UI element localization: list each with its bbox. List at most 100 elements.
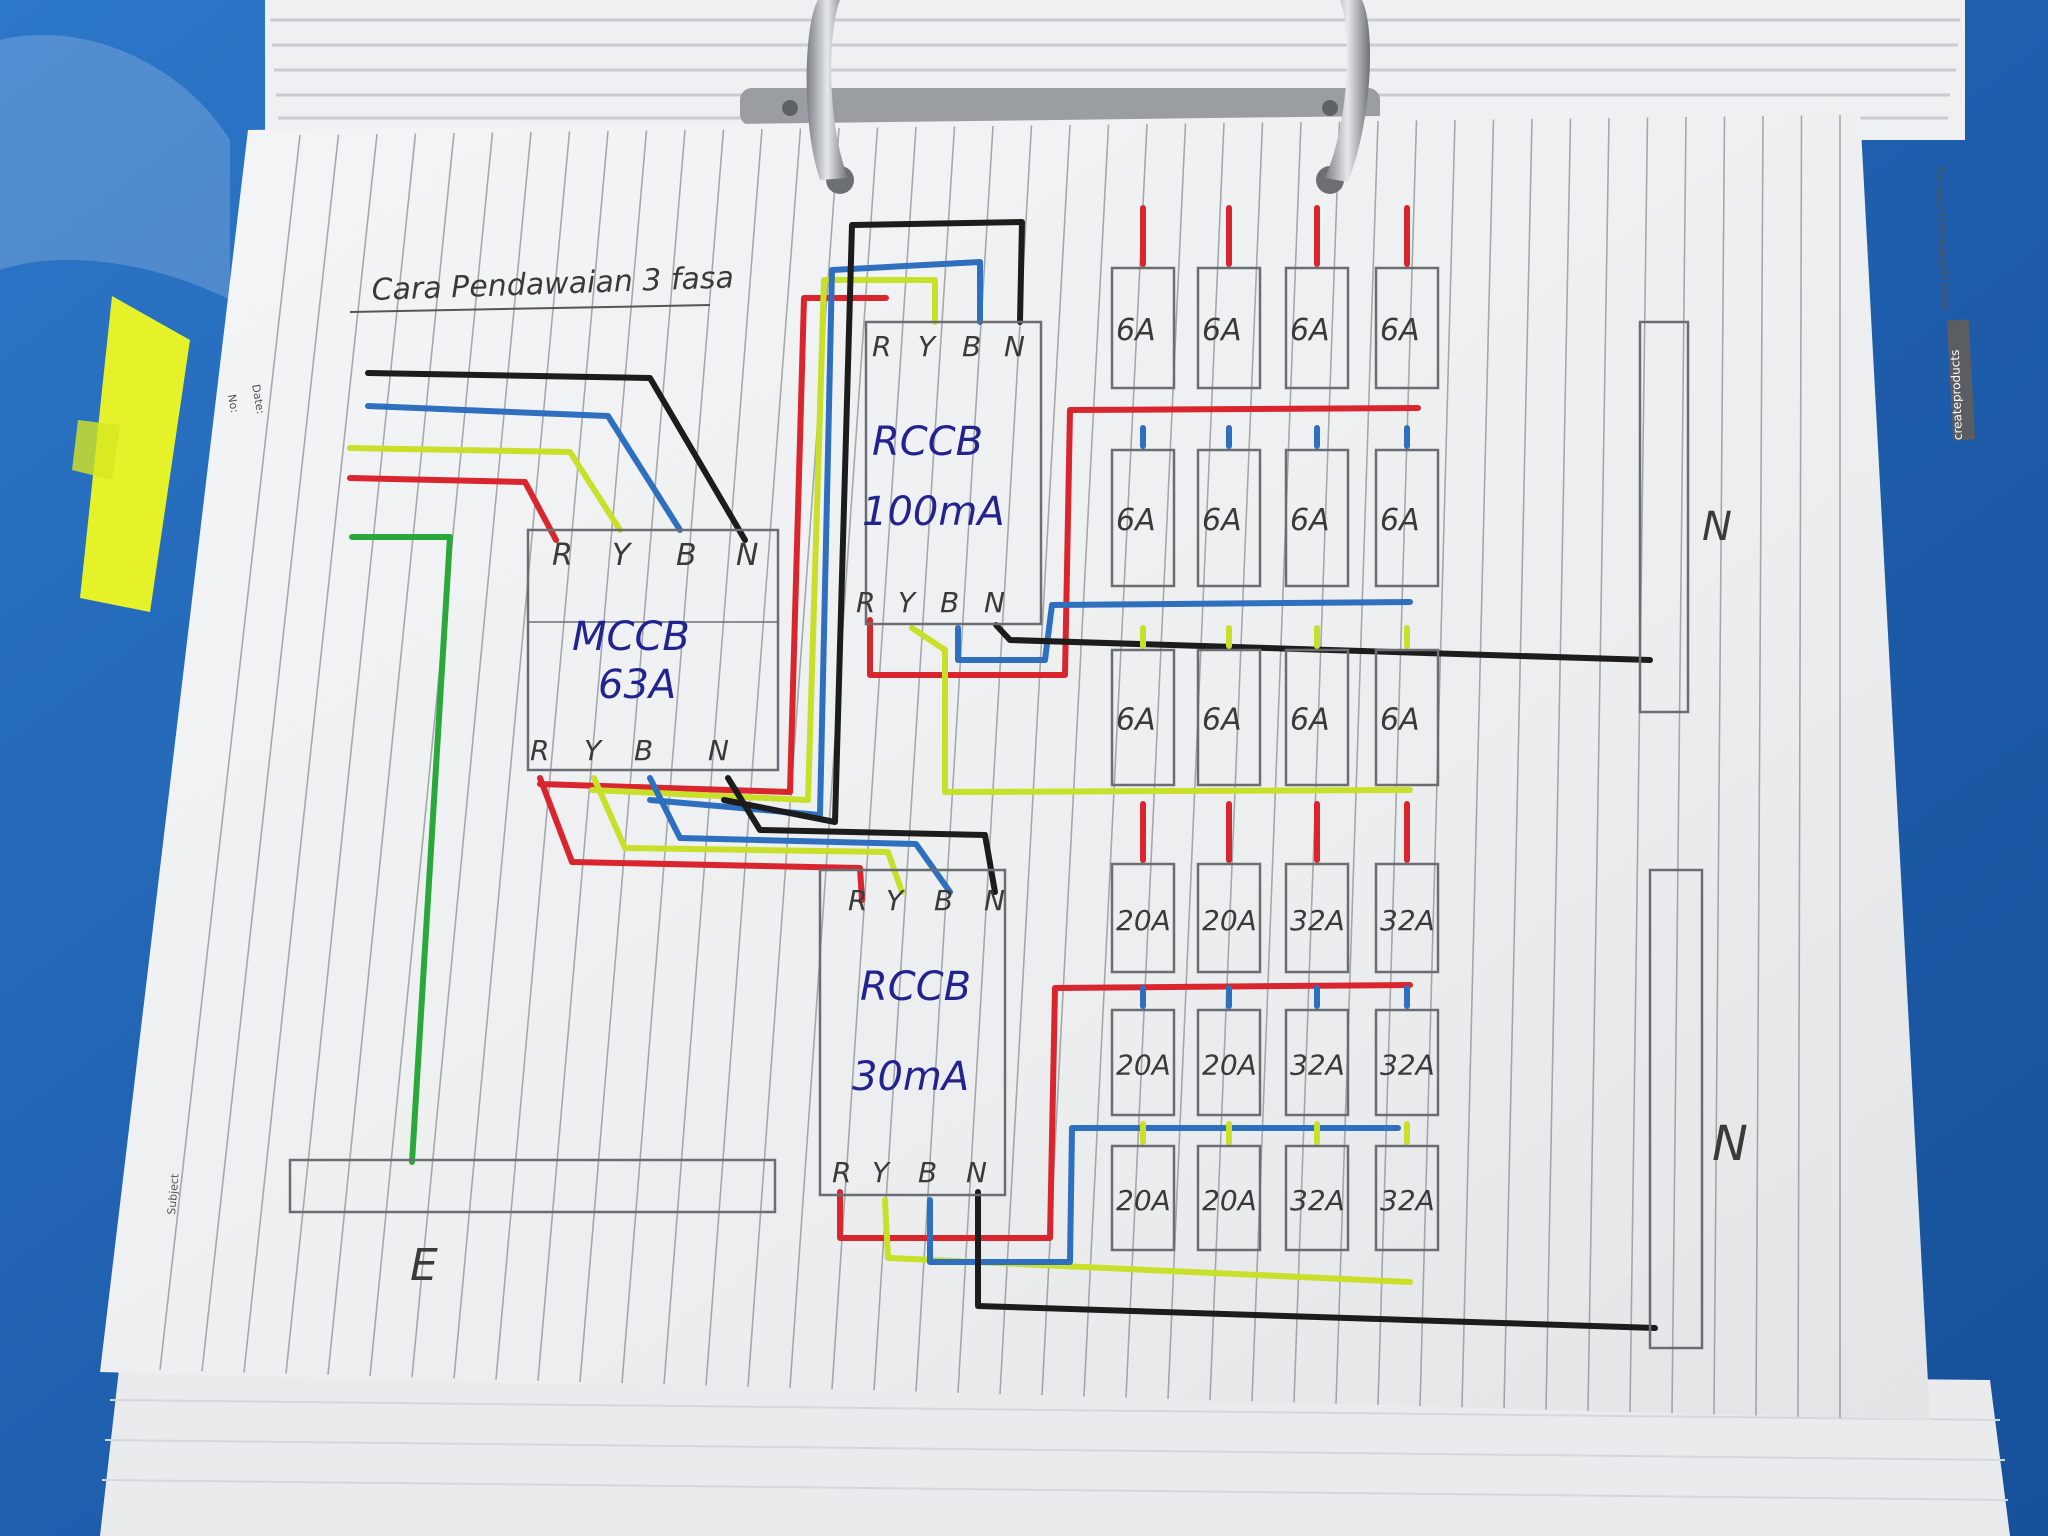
rccb30-in-r: R [848, 884, 867, 917]
ruled-line [663, 128, 763, 1385]
mccb-out-y: Y [584, 734, 603, 767]
mccb-out-n: N [708, 734, 729, 767]
breaker-box [1374, 266, 1440, 390]
earth-label: E [410, 1240, 438, 1291]
brand-url: www.cpstationery.com.my [1933, 165, 1951, 310]
breaker-box [1374, 1008, 1440, 1117]
rccb100-in-n: N [1004, 330, 1025, 363]
rccb100-red-bus [867, 405, 1421, 678]
sticky-note-tab [80, 296, 190, 612]
rccb-30ma-box [818, 868, 1007, 1197]
ruled-line [1293, 121, 1341, 1403]
mccb-black-to-rccb100 [721, 219, 1025, 825]
breaker-box [1284, 266, 1350, 390]
ruled-line [1461, 119, 1495, 1408]
ruled-line [957, 125, 1033, 1393]
breaker-box [1374, 648, 1440, 787]
ruled-line [201, 134, 340, 1372]
breaker-rating-label: 20A [1202, 1184, 1257, 1217]
breaker-rating-label: 6A [1116, 503, 1156, 538]
mccb-yellow-to-rccb30 [591, 775, 905, 895]
ruled-line [1377, 120, 1418, 1405]
mccb-rating: 63A [598, 662, 676, 708]
brand-logo-text: createproducts [1948, 349, 1965, 440]
no-field-label: No: [225, 393, 241, 414]
breaker-rating-label: 20A [1116, 1184, 1171, 1217]
incoming-blue-wire [365, 403, 683, 533]
ruled-lines [159, 115, 1841, 1418]
breaker-box [1110, 862, 1176, 974]
ruled-line [285, 133, 417, 1374]
ruled-line [1713, 116, 1726, 1415]
rccb100-out-b: B [940, 586, 959, 619]
breaker-rating-label: 32A [1290, 904, 1345, 937]
breaker-box [1284, 862, 1350, 974]
ruled-line [621, 129, 725, 1384]
breaker-rating-label: 32A [1380, 1049, 1435, 1082]
neutral-label-top: N [1702, 504, 1732, 550]
breaker-rating-label: 6A [1380, 503, 1420, 538]
neutral-bar-top [1638, 320, 1690, 714]
breaker-rating-label: 6A [1202, 503, 1242, 538]
breaker-rating-label: 6A [1380, 703, 1420, 738]
breaker-box [1110, 1144, 1176, 1252]
rccb100-blue-bus [955, 599, 1413, 663]
ruled-line [327, 132, 455, 1375]
breaker-rating-label: 6A [1380, 313, 1420, 348]
breaker-taps [1140, 205, 1410, 1145]
neutral-label-bottom: N [1712, 1116, 1748, 1172]
rccb100-in-b: B [962, 330, 981, 363]
ruled-line [537, 130, 648, 1381]
ruled-line [873, 126, 956, 1391]
ruled-line [999, 124, 1071, 1395]
ruled-line [831, 126, 917, 1390]
rccb30-blue-bus [927, 1125, 1401, 1265]
mccb-box [526, 528, 780, 772]
rccb30-in-b: B [934, 884, 953, 917]
breaker-box [1374, 862, 1440, 974]
mccb-label: MCCB [572, 614, 690, 660]
breaker-grid [1110, 266, 1440, 1252]
breaker-rating-label: 20A [1116, 904, 1171, 937]
rccb-100ma-box [864, 320, 1043, 626]
breaker-box [1284, 1144, 1350, 1252]
rccb100-in-y: Y [918, 330, 937, 363]
mccb-in-n: N [736, 538, 758, 573]
incoming-black-wire [365, 370, 748, 543]
breaker-box [1196, 862, 1262, 974]
breaker-box [1284, 648, 1350, 787]
ruled-line [1755, 115, 1764, 1416]
rccb100-in-r: R [872, 330, 891, 363]
rccb100-top-terminals: R Y B N [872, 330, 1025, 363]
ruled-line [1083, 123, 1148, 1397]
ruled-line [159, 134, 301, 1371]
ruled-line [495, 130, 609, 1380]
breaker-rating-label: 20A [1202, 904, 1257, 937]
breaker-box [1284, 448, 1350, 588]
rccb100-black-to-neutral [993, 622, 1653, 663]
breaker-box [1196, 1144, 1262, 1252]
rccb100-out-n: N [984, 586, 1005, 619]
ruled-line [1545, 118, 1572, 1410]
ruled-line [1167, 122, 1225, 1399]
breaker-rating-label: 6A [1202, 313, 1242, 348]
mccb-bottom-terminals: R Y B N [530, 734, 729, 767]
ruled-line [243, 133, 378, 1373]
subject-field-label: Subject [165, 1172, 182, 1215]
ruled-line [1671, 116, 1687, 1414]
rccb30-in-y: Y [886, 884, 905, 917]
breaker-rating-label: 20A [1202, 1049, 1257, 1082]
date-field-label: Date: [249, 383, 267, 415]
breaker-rating-label: 32A [1290, 1184, 1345, 1217]
earth-bar [288, 1158, 777, 1214]
wires [347, 219, 1658, 1331]
neutral-bar-bottom [1648, 868, 1704, 1350]
incoming-red-wire [347, 475, 559, 543]
breaker-box [1196, 266, 1262, 390]
breaker-box [1196, 648, 1262, 787]
earth-green-wire [349, 534, 453, 1165]
breaker-box [1374, 1144, 1440, 1252]
breaker-rating-label: 6A [1290, 703, 1330, 738]
rccb30-out-y: Y [872, 1156, 891, 1189]
